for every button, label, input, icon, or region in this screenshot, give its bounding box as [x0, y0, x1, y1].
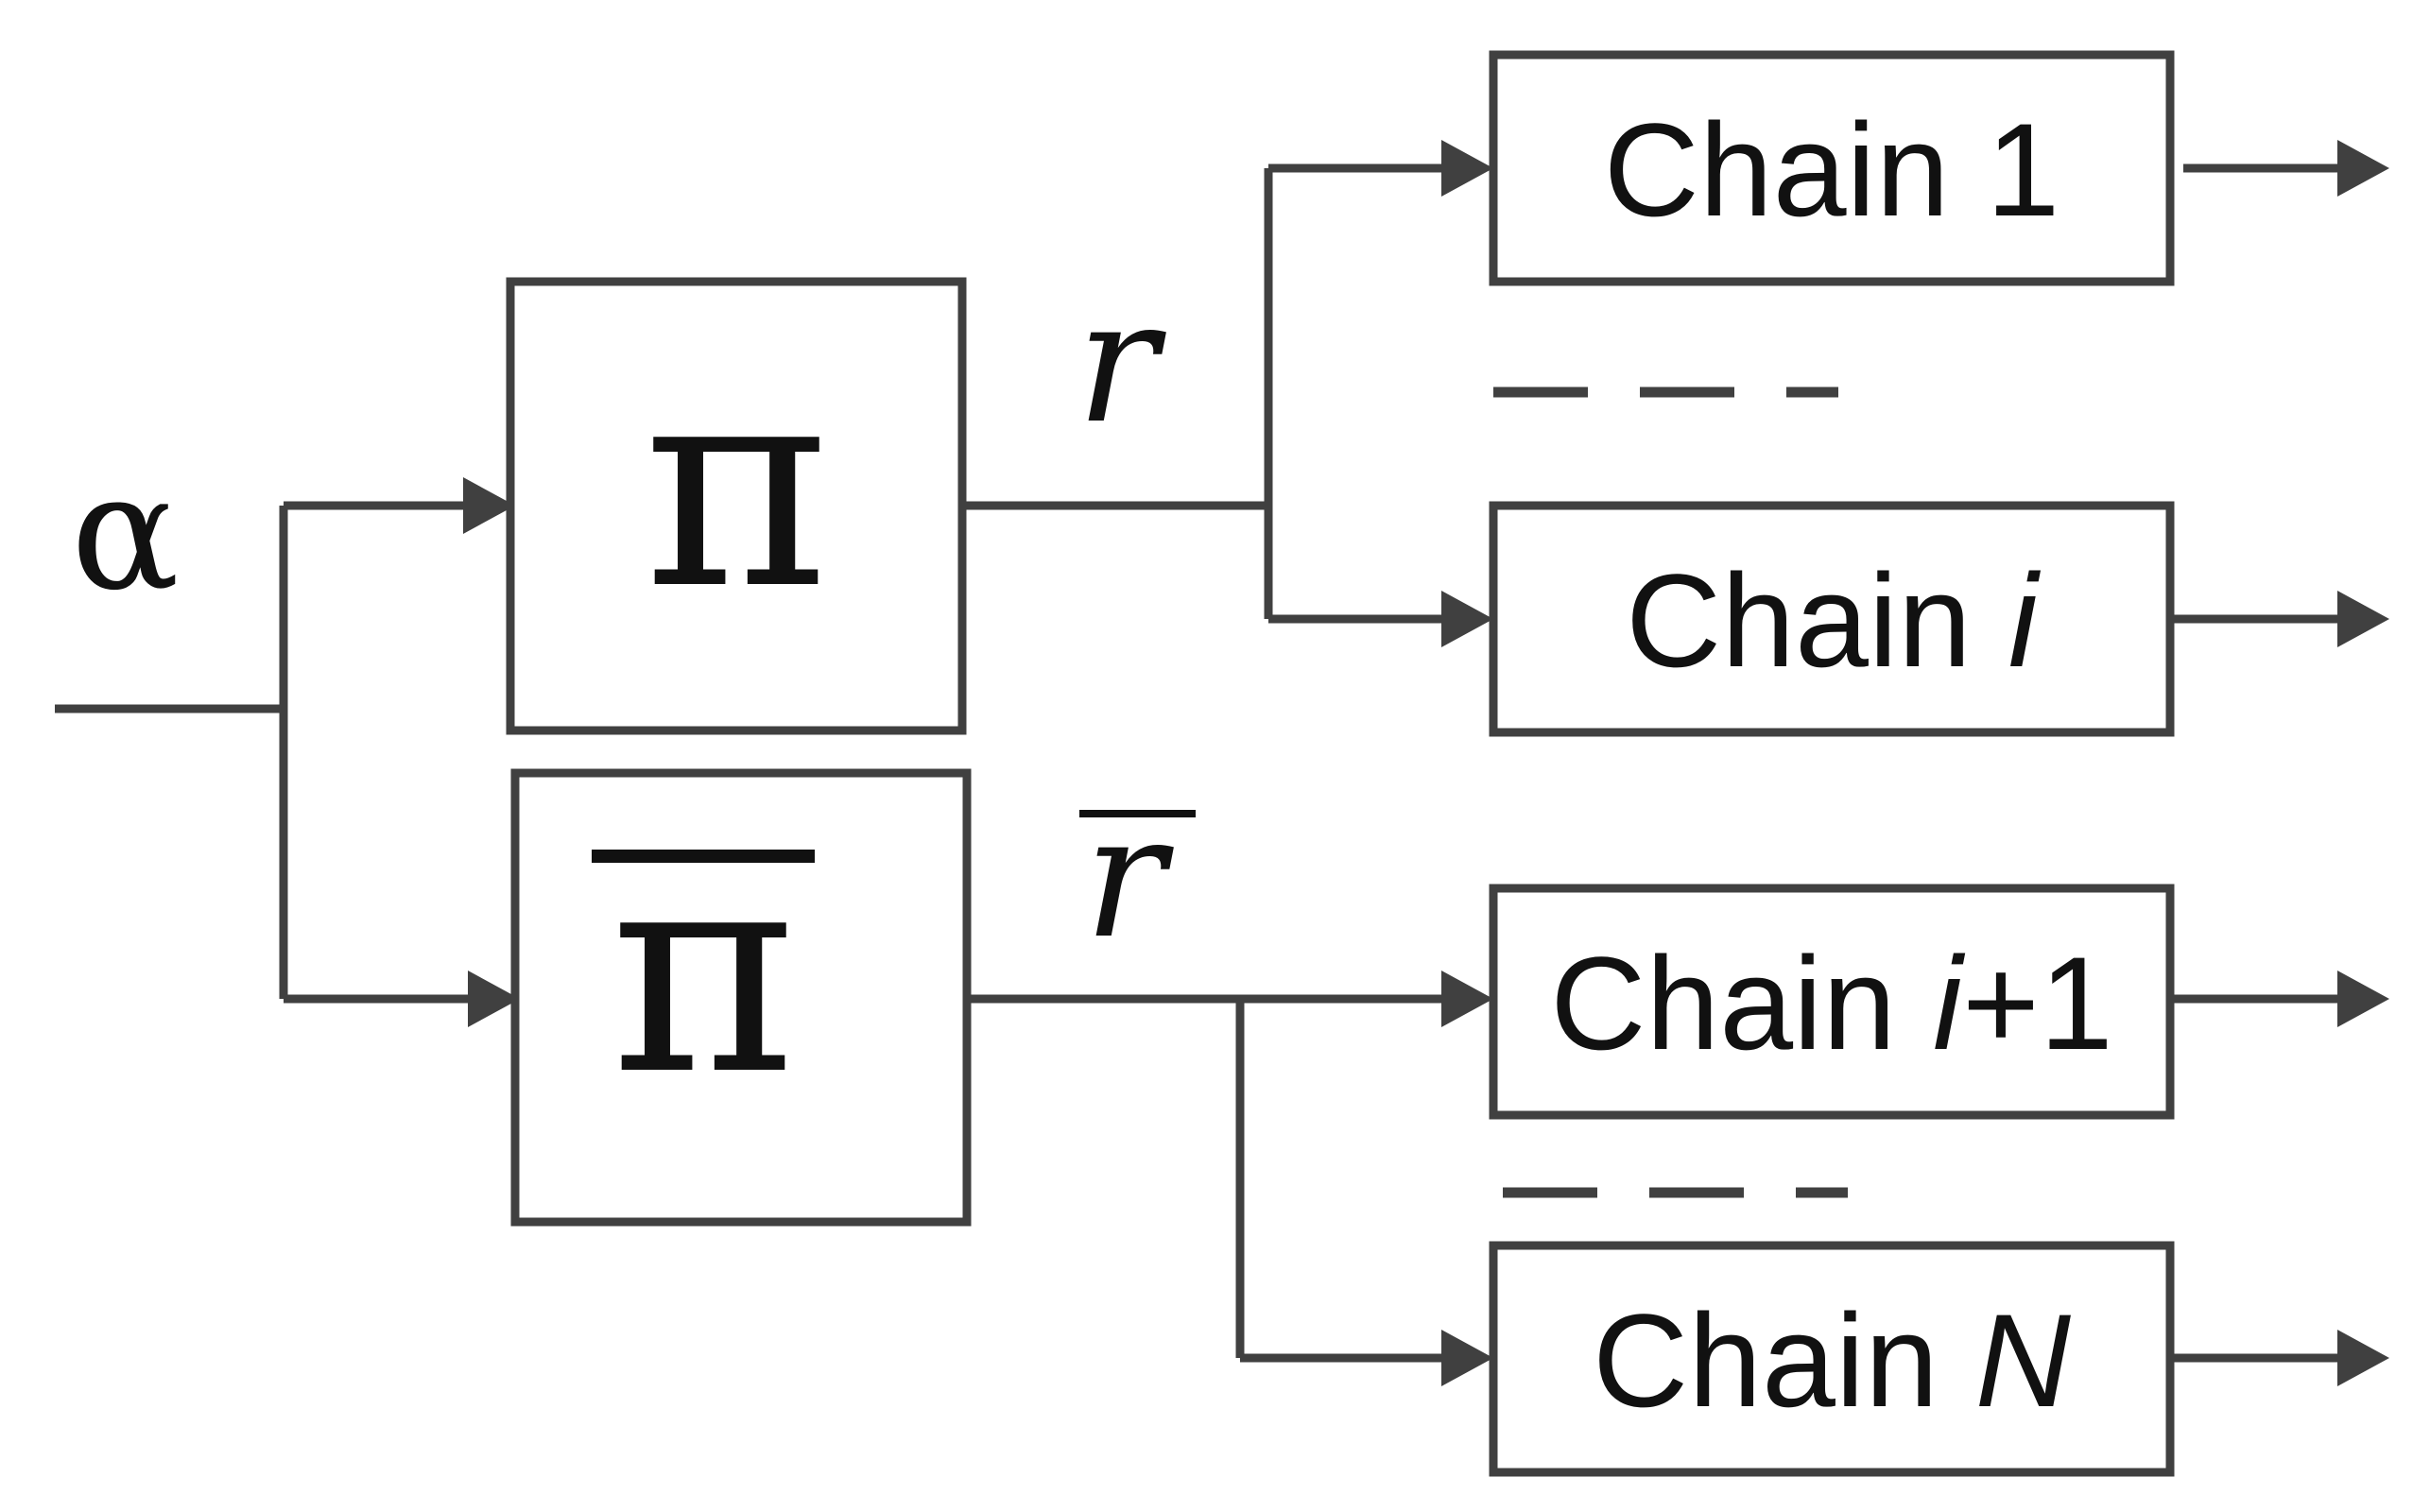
chain-i-plus-1-output-arrow — [2337, 971, 2389, 1027]
chain-1-output-arrow — [2337, 140, 2389, 197]
r-label: r — [1077, 264, 1166, 461]
pi-symbol: π — [643, 321, 829, 651]
chain-1-box — [1489, 50, 2175, 286]
chain-1-label: Chain 1 — [1604, 95, 2060, 244]
chain-i-label: Chain i — [1626, 546, 2042, 695]
arrow-to-chain-i — [1441, 591, 1493, 647]
pibar-symbol: π — [610, 807, 796, 1137]
chain-n-label: Chain N — [1593, 1286, 2072, 1435]
arrow-to-chain-i-plus-1 — [1441, 971, 1493, 1027]
pi-block — [506, 277, 967, 735]
chain-n-box — [1489, 1241, 2175, 1477]
chain-i-box — [1489, 501, 2175, 737]
chain-i-plus-1-label: Chain i+1 — [1550, 929, 2112, 1077]
rbar-label: r — [1084, 779, 1174, 976]
arrow-to-chain-n — [1441, 1330, 1493, 1386]
arrow-to-pibar — [468, 971, 520, 1027]
chain-i-output-arrow — [2337, 591, 2389, 647]
chain-i-plus-1-box — [1489, 884, 2175, 1120]
alpha-label: α — [71, 439, 180, 627]
chain-n-output-arrow — [2337, 1330, 2389, 1386]
arrow-to-pi — [463, 477, 515, 534]
arrow-to-chain-1 — [1441, 140, 1493, 197]
